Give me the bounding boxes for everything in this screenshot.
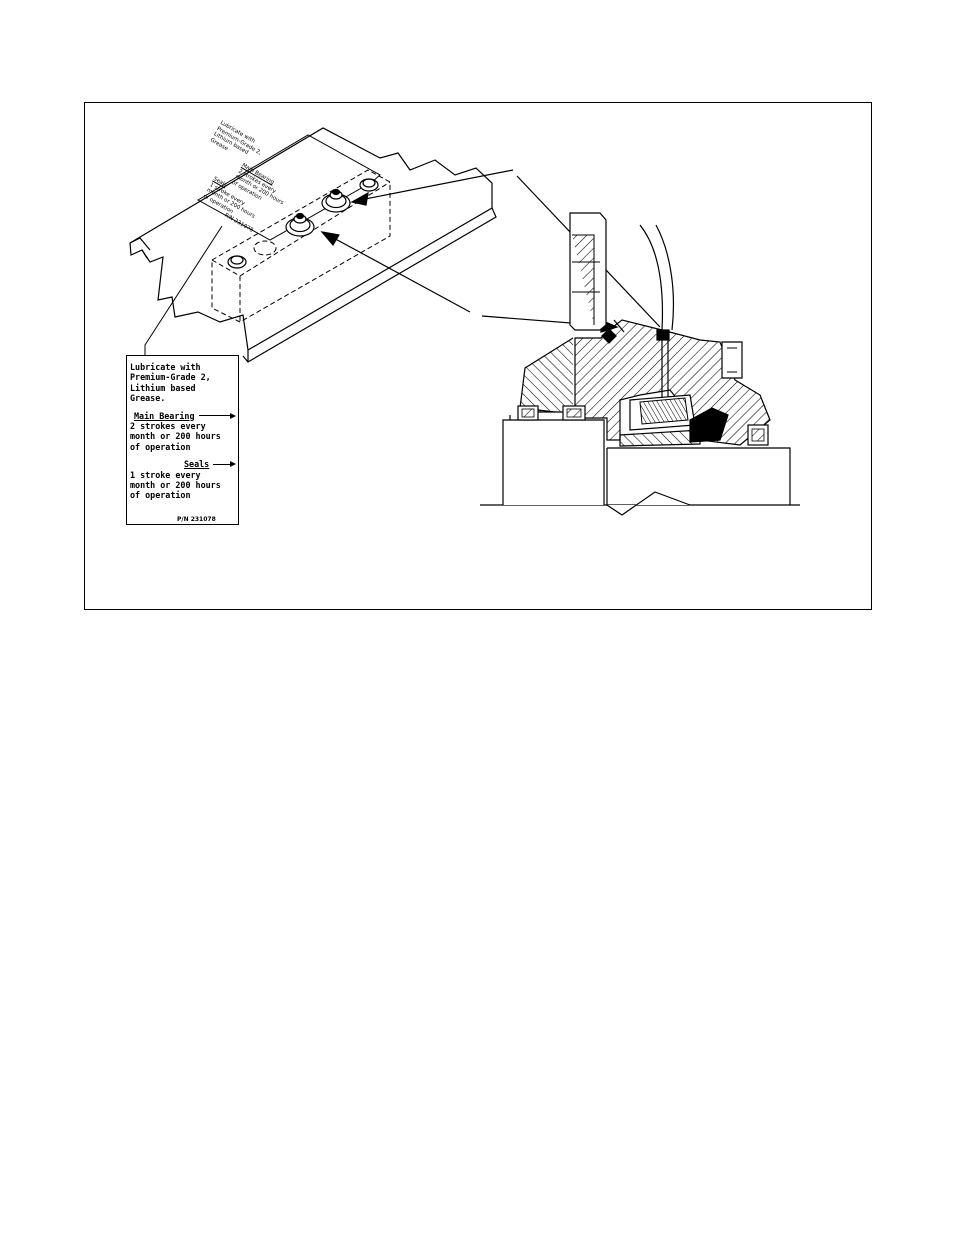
seals-fitting [285,212,315,237]
decal-line: 1 stroke every [130,469,201,480]
part-number: P/N 231078 [177,516,216,523]
decal-line: Lubricate with [130,362,201,372]
leader-arrows [320,169,661,333]
decal-line: 2 strokes every [130,421,206,432]
seals-heading: Seals [184,459,210,470]
main-bearing-fitting [321,188,351,213]
bearing-cross-section [480,212,800,516]
arrow-right-icon [213,461,236,468]
decal-line: of operation [130,441,191,452]
guard-plate [129,127,497,363]
main-bearing-row: Main Bearing [134,410,237,421]
main-bearing-heading: Main Bearing [134,410,195,421]
arrow-right-icon [198,412,237,419]
decal-line: Lithium based [130,382,196,393]
lubrication-decal: Lubricate with Premium-Grade 2, Lithium … [126,355,239,525]
decal-line: of operation [130,490,191,501]
decal-line: month or 200 hours [130,431,221,442]
decal-line: month or 200 hours [130,480,221,491]
decal-line: Premium-Grade 2, [130,372,211,383]
seals-row: Seals [184,459,236,470]
decal-line: Grease. [130,393,166,404]
